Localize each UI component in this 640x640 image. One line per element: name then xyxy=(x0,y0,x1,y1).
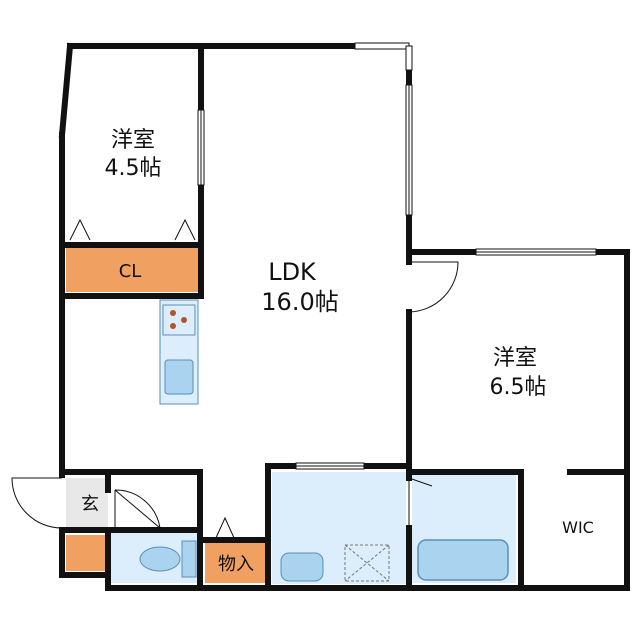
closet-fill xyxy=(66,248,198,292)
kitchen-sink xyxy=(164,359,194,395)
storage-fill xyxy=(205,543,265,583)
shoe-cabinet xyxy=(66,535,108,571)
windows xyxy=(197,42,597,470)
bathtub xyxy=(417,539,509,581)
room2-name: 洋室 xyxy=(493,346,537,371)
wic-label: WIC xyxy=(562,518,594,537)
ldk-name: LDK xyxy=(268,258,317,286)
walls xyxy=(58,42,630,591)
room2-size: 6.5帖 xyxy=(490,375,547,400)
entrance-floor xyxy=(66,478,108,530)
room1-name: 洋室 xyxy=(111,128,155,153)
closet-label: CL xyxy=(119,261,142,282)
kitchen-counter xyxy=(159,299,199,405)
toilet-icon xyxy=(139,540,197,578)
doors xyxy=(11,218,459,541)
washing-machine-space xyxy=(344,544,390,582)
ldk-size: 16.0帖 xyxy=(261,288,338,316)
entrance-label: 玄 xyxy=(81,494,99,515)
room1-size: 4.5帖 xyxy=(105,156,162,181)
storage-label: 物入 xyxy=(218,554,254,575)
wash-basin xyxy=(280,552,324,582)
